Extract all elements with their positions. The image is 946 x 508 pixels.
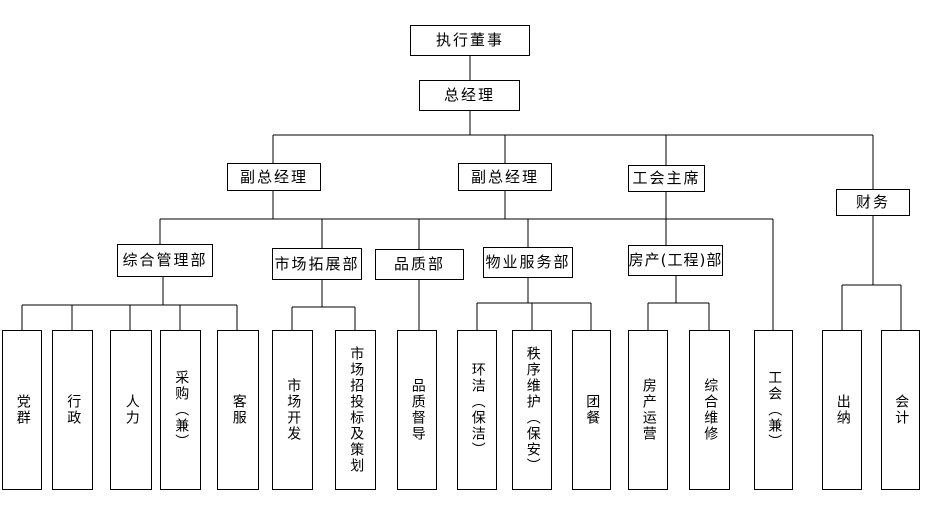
node-general-manager: 总经理 <box>419 80 520 111</box>
node-unit-administration: 行政 <box>52 330 93 490</box>
node-unit-catering: 团餐 <box>572 330 611 490</box>
connector-market-expansion-children <box>291 280 356 330</box>
node-deputy-gm-1: 副总经理 <box>227 163 321 191</box>
node-dept-real-estate-engineering: 房产(工程)部 <box>628 245 723 276</box>
node-executive-director: 执行董事 <box>410 25 530 56</box>
node-deputy-gm-2: 副总经理 <box>458 163 552 191</box>
node-unit-human-resources: 人力 <box>110 330 152 490</box>
node-union-chairman: 工会主席 <box>628 165 705 192</box>
node-unit-party-group: 党群 <box>2 330 42 490</box>
node-unit-cashier: 出纳 <box>822 330 862 490</box>
connector-level2-bus <box>272 134 874 189</box>
node-unit-labor-union: 工会（兼） <box>754 330 793 490</box>
connector-property-service-children <box>476 278 592 330</box>
node-unit-comprehensive-maintenance: 综合维修 <box>689 330 730 490</box>
node-dept-general-management: 综合管理部 <box>117 244 213 277</box>
connector-level3-bus <box>159 191 774 330</box>
node-unit-security: 秩序维护（保安） <box>512 330 552 490</box>
node-dept-market-expansion: 市场拓展部 <box>272 248 362 280</box>
connector-finance-children <box>841 216 902 330</box>
node-dept-property-service: 物业服务部 <box>483 247 573 278</box>
node-unit-cleaning: 环洁（保洁） <box>457 330 497 490</box>
node-dept-quality: 品质部 <box>375 249 464 280</box>
node-finance: 财务 <box>836 189 910 216</box>
node-unit-property-operation: 房产运营 <box>628 330 668 490</box>
node-unit-accounting: 会计 <box>881 330 920 490</box>
node-unit-customer-service: 客服 <box>217 330 259 490</box>
node-unit-quality-supervision: 品质督导 <box>397 330 437 490</box>
connector-real-estate-children <box>647 276 710 330</box>
node-unit-bidding-and-planning: 市场招投标及策划 <box>335 330 376 490</box>
node-unit-procurement: 采购（兼） <box>160 330 201 490</box>
connector-general-management-children <box>21 277 238 330</box>
node-unit-market-development: 市场开发 <box>272 330 313 490</box>
